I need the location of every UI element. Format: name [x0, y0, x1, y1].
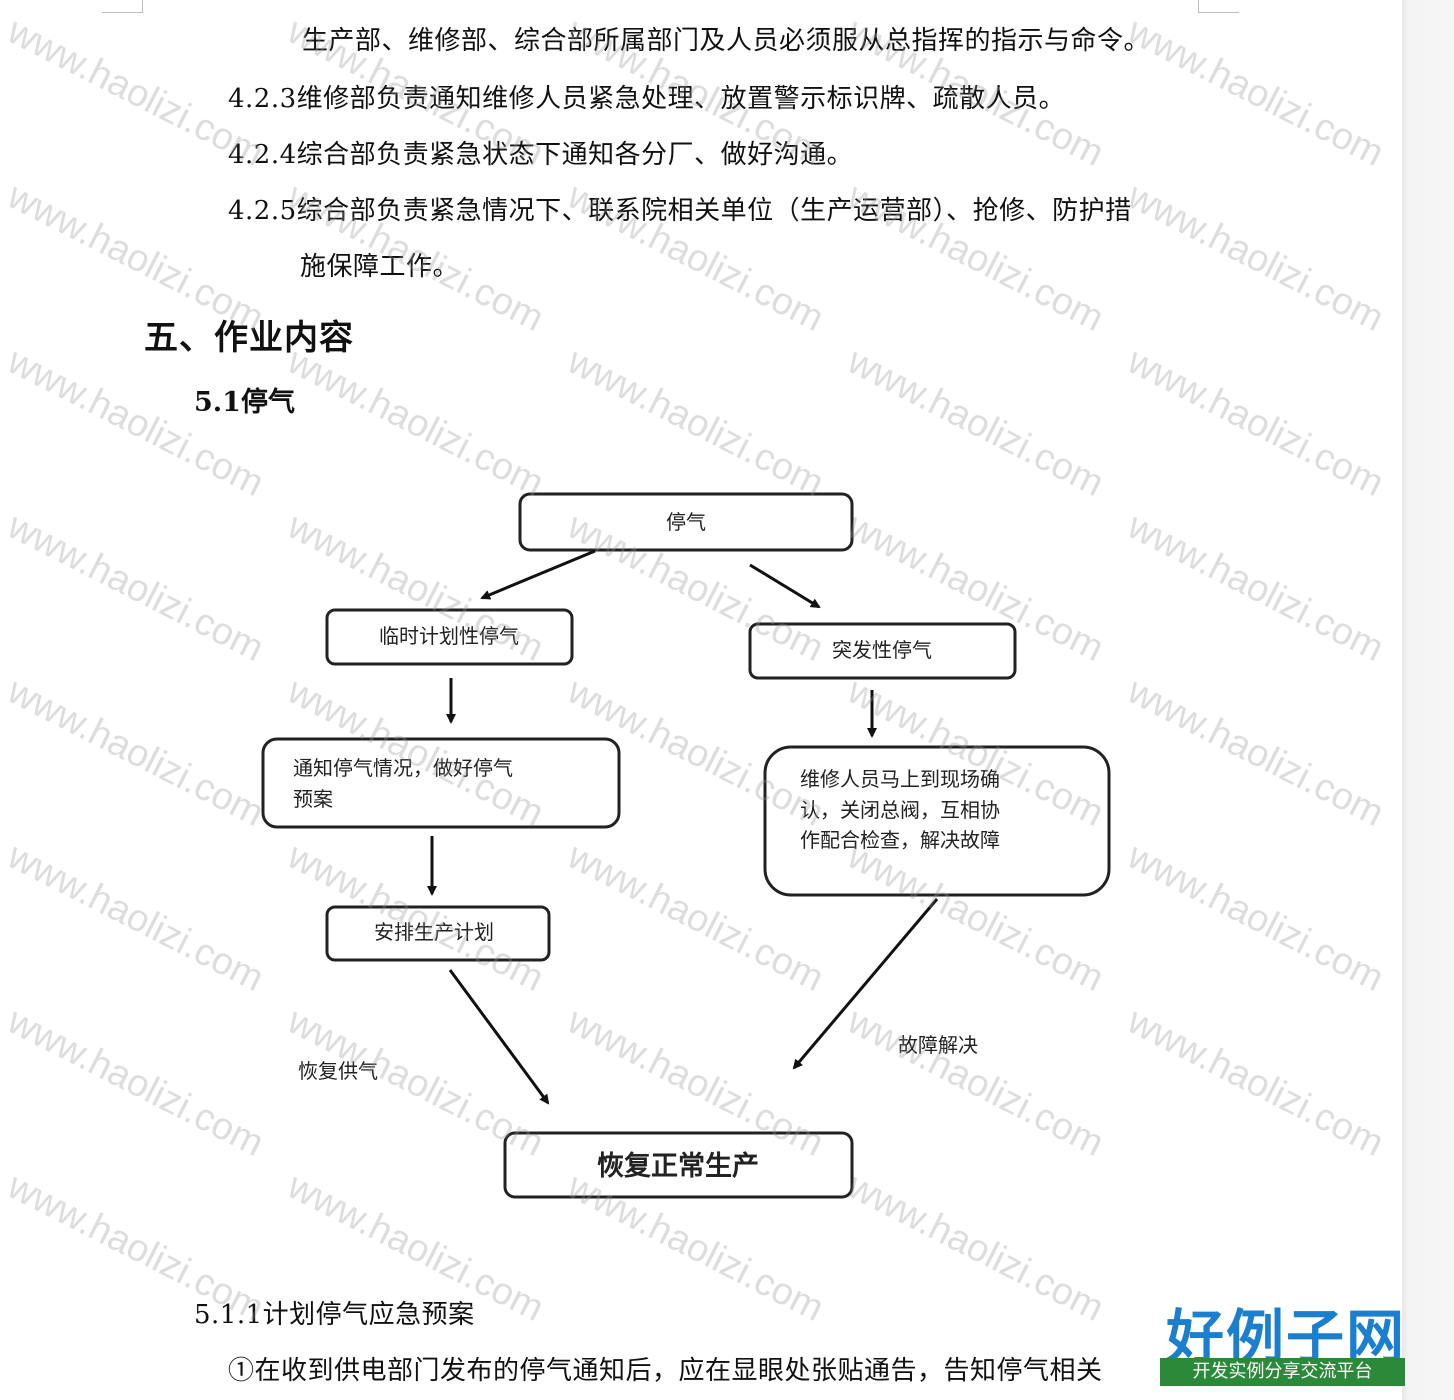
- subsection-title: 5.1.1计划停气应急预案: [194, 1300, 475, 1330]
- body-line: 4.2.3维修部负责通知维修人员紧急处理、放置警示标识牌、疏散人员。: [228, 84, 1066, 114]
- flow-text-bottom: 恢复正常生产: [597, 1151, 759, 1182]
- body-line: 4.2.4综合部负责紧急状态下通知各分厂、做好沟通。: [228, 140, 854, 170]
- flow-box-right-1: [748, 622, 1017, 680]
- page-corner-mark-right: [1198, 0, 1239, 13]
- page-corner-mark-left: [102, 0, 143, 13]
- body-paragraph: ①在收到供电部门发布的停气通知后，应在显眼处张贴通告，告知停气相关: [228, 1356, 1103, 1386]
- body-line: 施保障工作。: [300, 252, 460, 282]
- flow-label-right: 故障解决: [898, 1033, 978, 1057]
- body-line: 4.2.5综合部负责紧急情况下、联系院相关单位（生产运营部）、抢修、防护措: [228, 196, 1132, 226]
- flow-text-top: 停气: [666, 510, 706, 534]
- flow-box-top: [518, 492, 854, 552]
- flow-text-left-3: 安排生产计划: [374, 920, 494, 944]
- flow-label-left: 恢复供气: [298, 1059, 378, 1083]
- flow-text-right-2-line3: 作配合检查，解决故障: [800, 828, 1000, 852]
- section-heading: 五、作业内容: [144, 318, 354, 358]
- page-edge: [1402, 0, 1454, 1400]
- flow-box-left-3: [325, 905, 551, 962]
- flow-arrow: [480, 549, 596, 600]
- flow-text-left-2-line2: 预案: [293, 787, 333, 811]
- flow-box-right-2: [763, 745, 1111, 897]
- flow-text-left-1: 临时计划性停气: [379, 624, 519, 648]
- flow-text-right-1: 突发性停气: [832, 638, 932, 662]
- flow-arrow: [792, 898, 939, 1070]
- logo-tagline: 开发实例分享交流平台: [1160, 1358, 1405, 1386]
- flow-arrow: [749, 563, 821, 609]
- site-logo: 好例子网 开发实例分享交流平台: [1160, 1290, 1405, 1390]
- flow-text-left-2-line1: 通知停气情况，做好停气: [293, 756, 513, 780]
- flow-box-left-1: [325, 608, 574, 666]
- flow-box-bottom: [503, 1131, 854, 1199]
- flow-arrow: [448, 969, 550, 1105]
- body-line: 生产部、维修部、综合部所属部门及人员必须服从总指挥的指示与命令。: [302, 26, 1151, 56]
- flow-text-right-2-line1: 维修人员马上到现场确: [800, 767, 1000, 791]
- subsection-heading: 5.1停气: [194, 387, 295, 418]
- flow-box-left-2: [261, 737, 621, 829]
- flow-text-right-2-line2: 认，关闭总阀，互相协: [800, 798, 1000, 822]
